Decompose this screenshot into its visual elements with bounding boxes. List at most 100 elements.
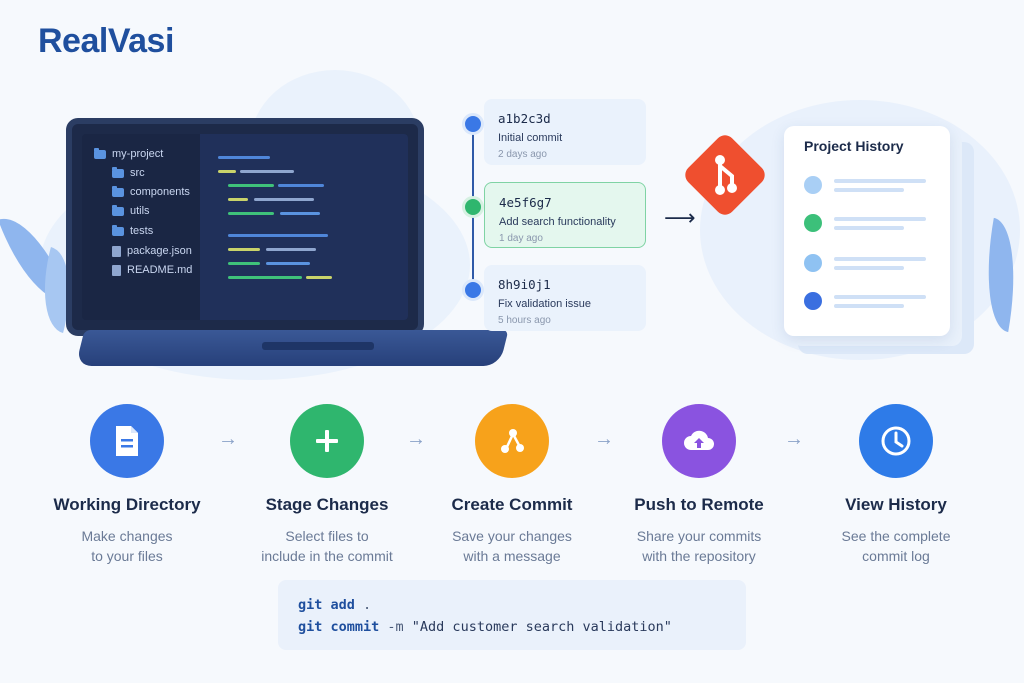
code-line <box>228 248 260 251</box>
code-line <box>228 234 328 237</box>
file-tree-folder[interactable]: utils <box>112 204 150 217</box>
folder-icon <box>112 166 124 178</box>
folder-icon <box>94 147 106 159</box>
file-tree-folder[interactable]: components <box>112 185 190 198</box>
file-tree-folder[interactable]: my-project <box>94 147 164 160</box>
folder-icon <box>112 185 124 197</box>
commit-time: 1 day ago <box>499 233 543 244</box>
history-dot <box>804 254 822 272</box>
arrow-right-icon: → <box>784 428 804 450</box>
commit-message: Fix validation issue <box>498 298 591 310</box>
command-line-add: git add . <box>298 597 372 613</box>
project-history-panel: Project History <box>784 126 950 336</box>
file-tree-file[interactable]: package.json <box>112 245 192 257</box>
file-tree-folder[interactable]: tests <box>112 224 154 237</box>
code-line <box>280 212 320 215</box>
commit-node[interactable] <box>462 196 484 218</box>
file-tree-file[interactable]: README.md <box>112 264 192 276</box>
project-history-title: Project History <box>804 138 904 154</box>
history-dot <box>804 292 822 310</box>
code-line <box>278 184 324 187</box>
step-description: Share your commits with the repository <box>604 526 794 566</box>
file-tree-label: my-project <box>112 148 164 160</box>
code-line <box>266 262 310 265</box>
code-line <box>254 198 314 201</box>
history-entry <box>804 214 926 232</box>
history-dot <box>804 214 822 232</box>
commit-message: Add search functionality <box>499 216 616 228</box>
step-description-line: Save your changes <box>452 528 572 544</box>
code-line <box>218 156 270 159</box>
file-tree-folder[interactable]: src <box>112 166 145 179</box>
commit-hash: 4e5f6g7 <box>499 195 552 210</box>
step-description-line: include in the commit <box>261 548 393 564</box>
code-line <box>218 170 236 173</box>
folder-icon <box>112 224 124 236</box>
git-logo-icon <box>681 131 769 219</box>
arrow-right-icon: ⟶ <box>664 205 696 230</box>
arrow-right-icon: → <box>406 428 426 450</box>
file-tree-label: utils <box>130 205 150 217</box>
commit-node[interactable] <box>462 113 484 135</box>
code-line <box>228 262 260 265</box>
history-entry <box>804 176 926 194</box>
cloud-upload-icon <box>662 404 736 478</box>
laptop-screen: my-project src components utils tests package… <box>66 118 424 336</box>
brand-logo: RealVasi <box>38 22 174 60</box>
file-tree-label: components <box>130 186 190 198</box>
history-entry <box>804 292 926 310</box>
arrow-right-icon: → <box>218 428 238 450</box>
step-description-line: to your files <box>91 548 163 564</box>
step-description-line: Share your commits <box>636 528 762 544</box>
folder-icon <box>112 204 124 216</box>
plus-icon <box>290 404 364 478</box>
step-description: See the complete commit log <box>801 526 991 566</box>
code-line <box>228 198 248 201</box>
commit-icon <box>475 404 549 478</box>
step-title: Stage Changes <box>265 495 389 514</box>
code-line <box>228 212 274 215</box>
step-description-line: See the complete <box>841 528 951 544</box>
clock-icon <box>859 404 933 478</box>
file-tree-label: README.md <box>127 264 193 276</box>
commit-hash: 8h9i0j1 <box>498 277 551 292</box>
code-line <box>240 170 294 173</box>
history-entry <box>804 254 926 272</box>
step-description: Select files to include in the commit <box>232 526 422 566</box>
file-icon <box>112 264 121 276</box>
file-tree-label: tests <box>130 225 154 237</box>
history-dot <box>804 176 822 194</box>
commit-message: Initial commit <box>498 132 563 144</box>
commit-node[interactable] <box>462 279 484 301</box>
command-snippet: git add . git commit -m "Add customer se… <box>278 580 746 650</box>
file-icon <box>112 245 121 257</box>
commit-time: 5 hours ago <box>498 315 551 326</box>
step-description: Save your changes with a message <box>417 526 607 566</box>
file-tree-label: package.json <box>127 245 192 257</box>
command-line-commit: git commit -m "Add customer search valid… <box>298 619 672 635</box>
code-pane <box>200 134 408 320</box>
arrow-right-icon: → <box>594 428 614 450</box>
commit-hash: a1b2c3d <box>498 111 551 126</box>
step-description-line: Select files to <box>285 528 369 544</box>
step-description-line: with a message <box>463 548 561 564</box>
step-description-line: commit log <box>862 548 930 564</box>
commit-time: 2 days ago <box>498 149 547 160</box>
code-line <box>228 276 302 279</box>
code-editor: my-project src components utils tests package… <box>82 134 408 320</box>
laptop-trackpad <box>262 342 374 350</box>
step-title: Working Directory <box>53 495 201 514</box>
step-title: Push to Remote <box>634 495 764 514</box>
step-title: Create Commit <box>451 495 573 514</box>
step-description-line: with the repository <box>642 548 756 564</box>
document-icon <box>90 404 164 478</box>
